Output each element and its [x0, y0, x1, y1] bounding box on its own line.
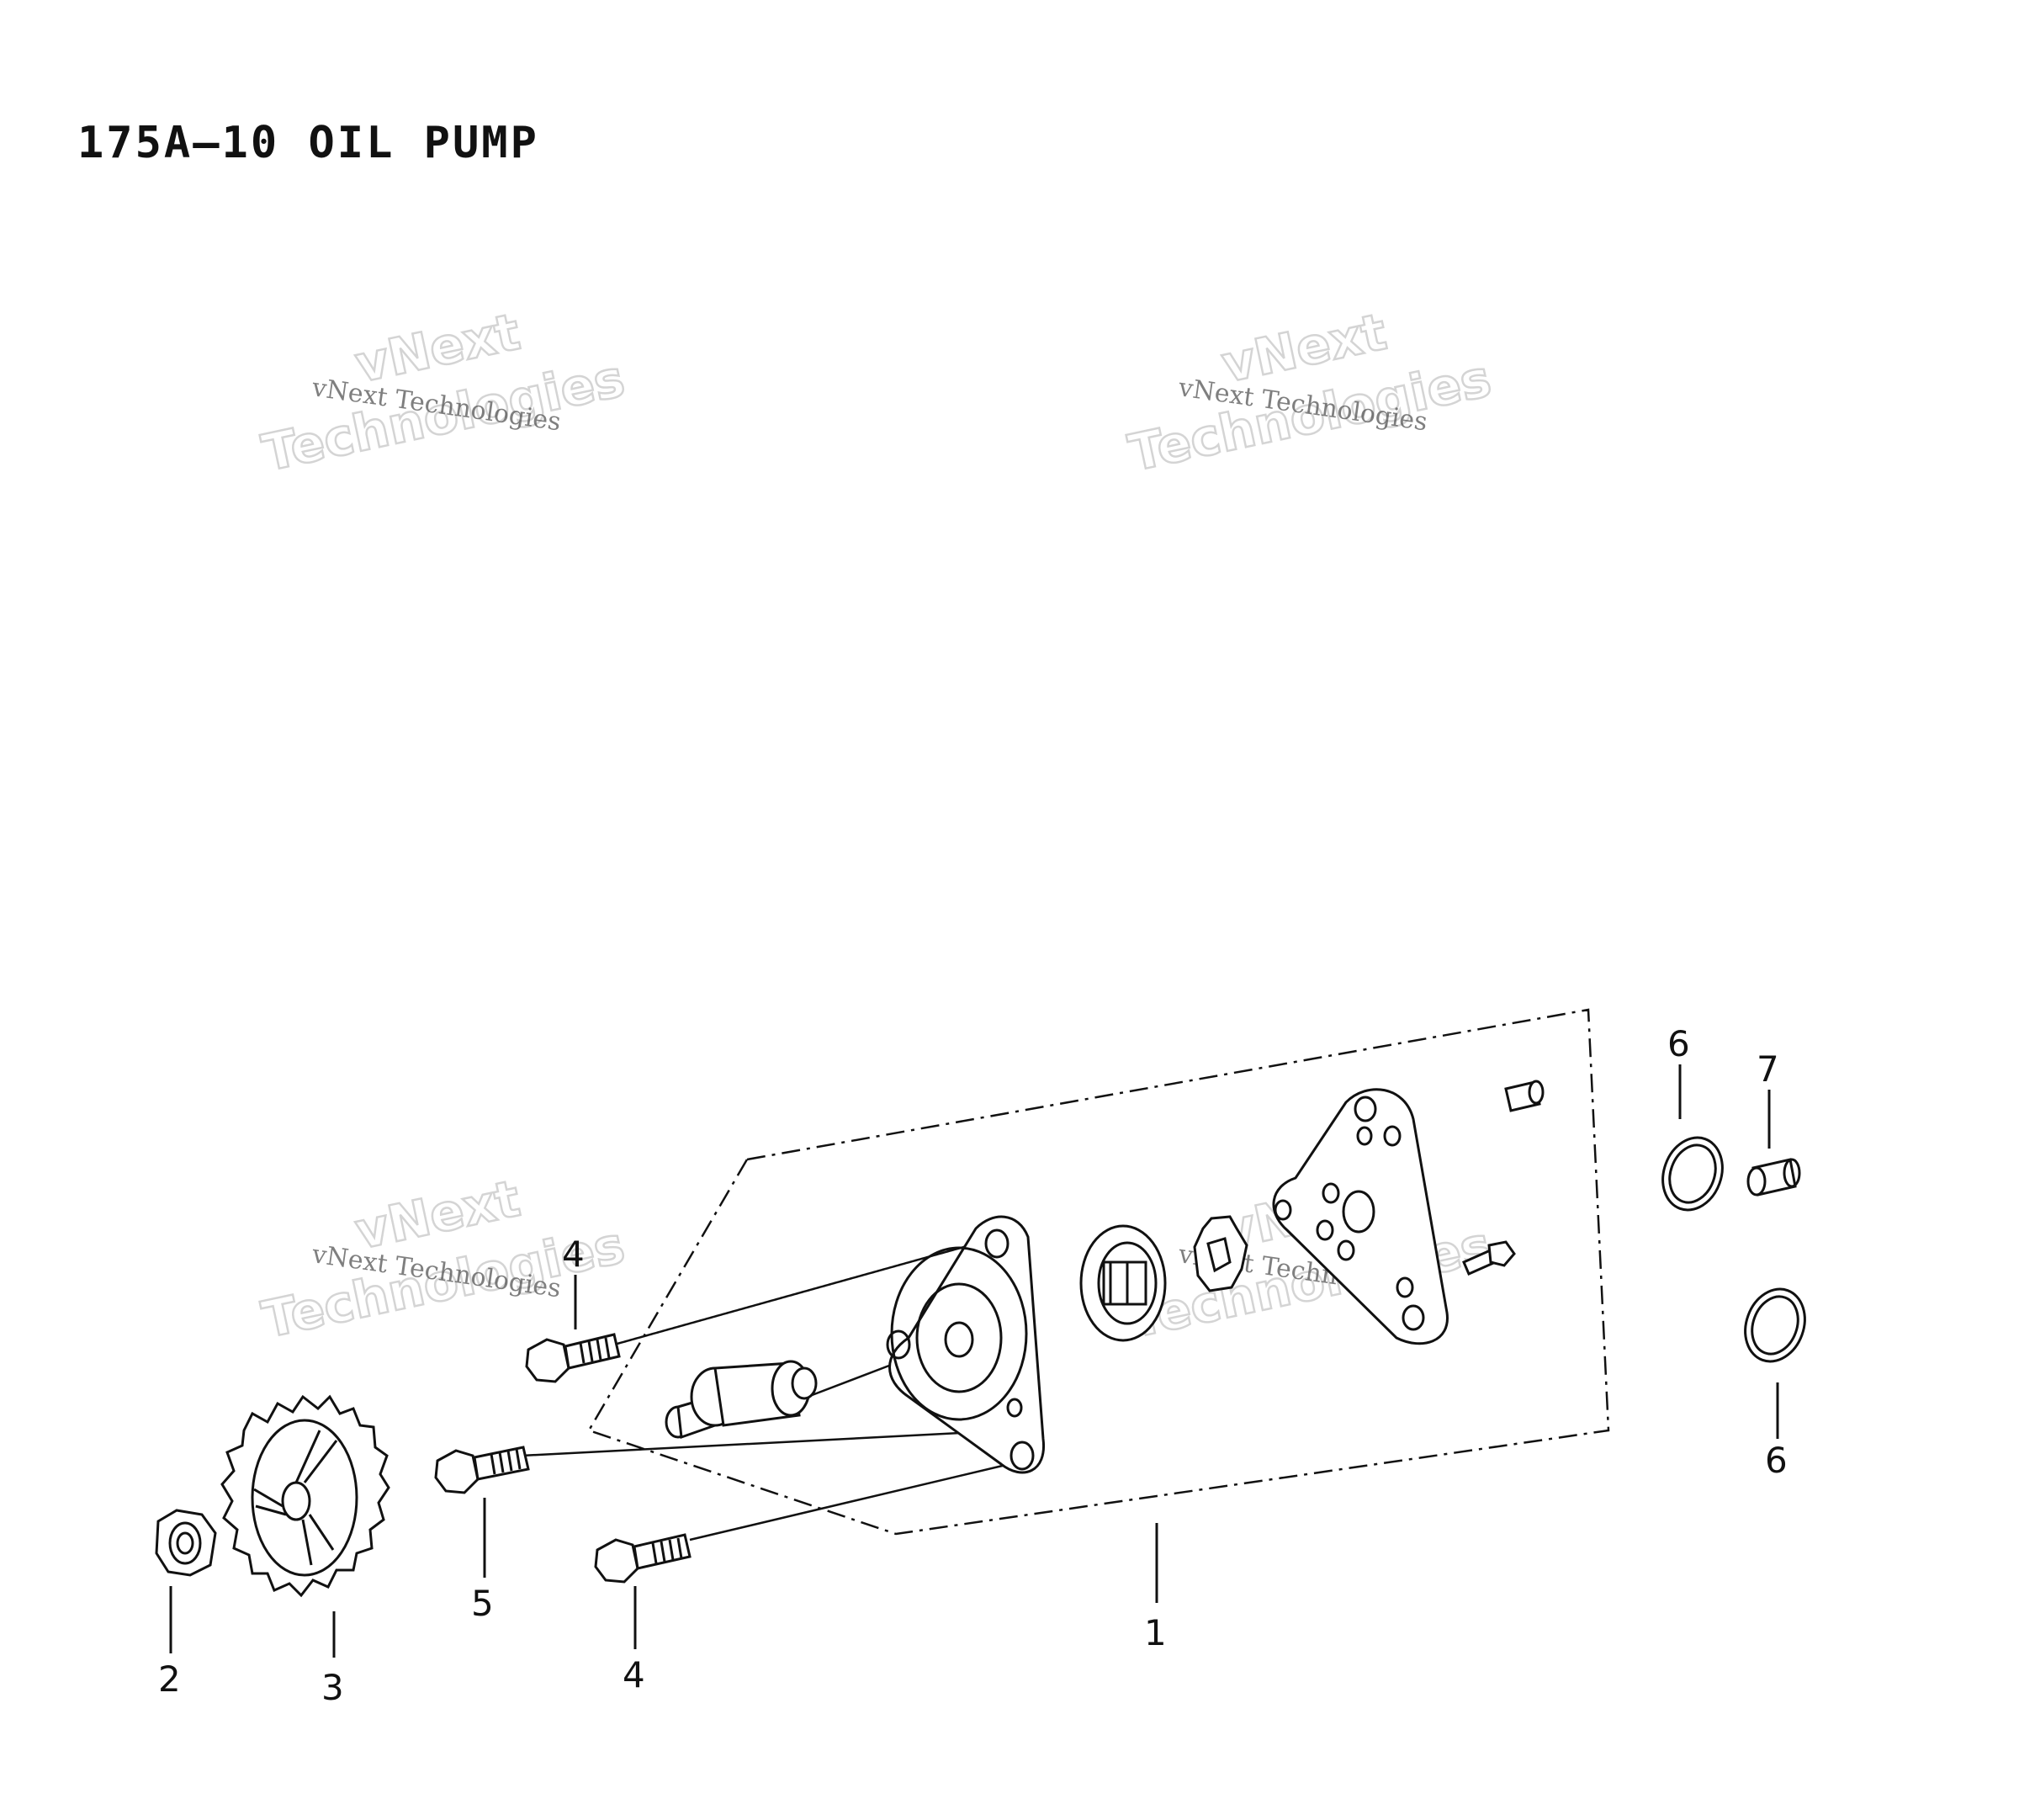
pump-shaft — [665, 1360, 818, 1440]
callout-4-upper: 4 — [562, 1234, 585, 1275]
dowel-pin-inner — [1504, 1080, 1545, 1112]
pump-body-plate — [1272, 1088, 1449, 1345]
callout-3: 3 — [321, 1667, 344, 1708]
nut-part-2 — [155, 1509, 217, 1577]
inner-rotor — [1193, 1215, 1248, 1292]
watermark-1: vNext Technologies — [257, 301, 631, 484]
callout-4-lower: 4 — [623, 1654, 645, 1695]
outer-rotor — [1079, 1224, 1167, 1342]
bolt-part-4-lower — [594, 1533, 692, 1584]
callout-7: 7 — [1757, 1048, 1779, 1090]
bolt-part-4-upper — [525, 1333, 621, 1383]
small-screw — [1462, 1240, 1516, 1276]
dowel-part-7 — [1746, 1158, 1801, 1197]
bolt-leader-lower — [689, 1462, 1010, 1541]
assembly-boundary — [587, 1008, 1610, 1536]
bolt-leader-mid — [521, 1429, 1010, 1457]
watermark-2: vNext Technologies — [1123, 301, 1497, 484]
callout-6-lower: 6 — [1765, 1440, 1788, 1481]
callout-1: 1 — [1144, 1612, 1167, 1653]
shaft-leader — [807, 1360, 901, 1398]
pump-cover — [886, 1215, 1046, 1474]
callout-5: 5 — [471, 1583, 494, 1624]
diagram-title: 175A–10 OIL PUMP — [77, 118, 539, 168]
bolt-part-5 — [434, 1446, 530, 1494]
callout-2: 2 — [158, 1658, 181, 1700]
o-ring-part-6-lower — [1744, 1287, 1806, 1363]
callout-6-upper: 6 — [1667, 1023, 1690, 1064]
o-ring-part-6-upper — [1661, 1136, 1724, 1212]
bolt-leader-upper — [613, 1242, 977, 1346]
sprocket-part-3 — [220, 1394, 390, 1598]
